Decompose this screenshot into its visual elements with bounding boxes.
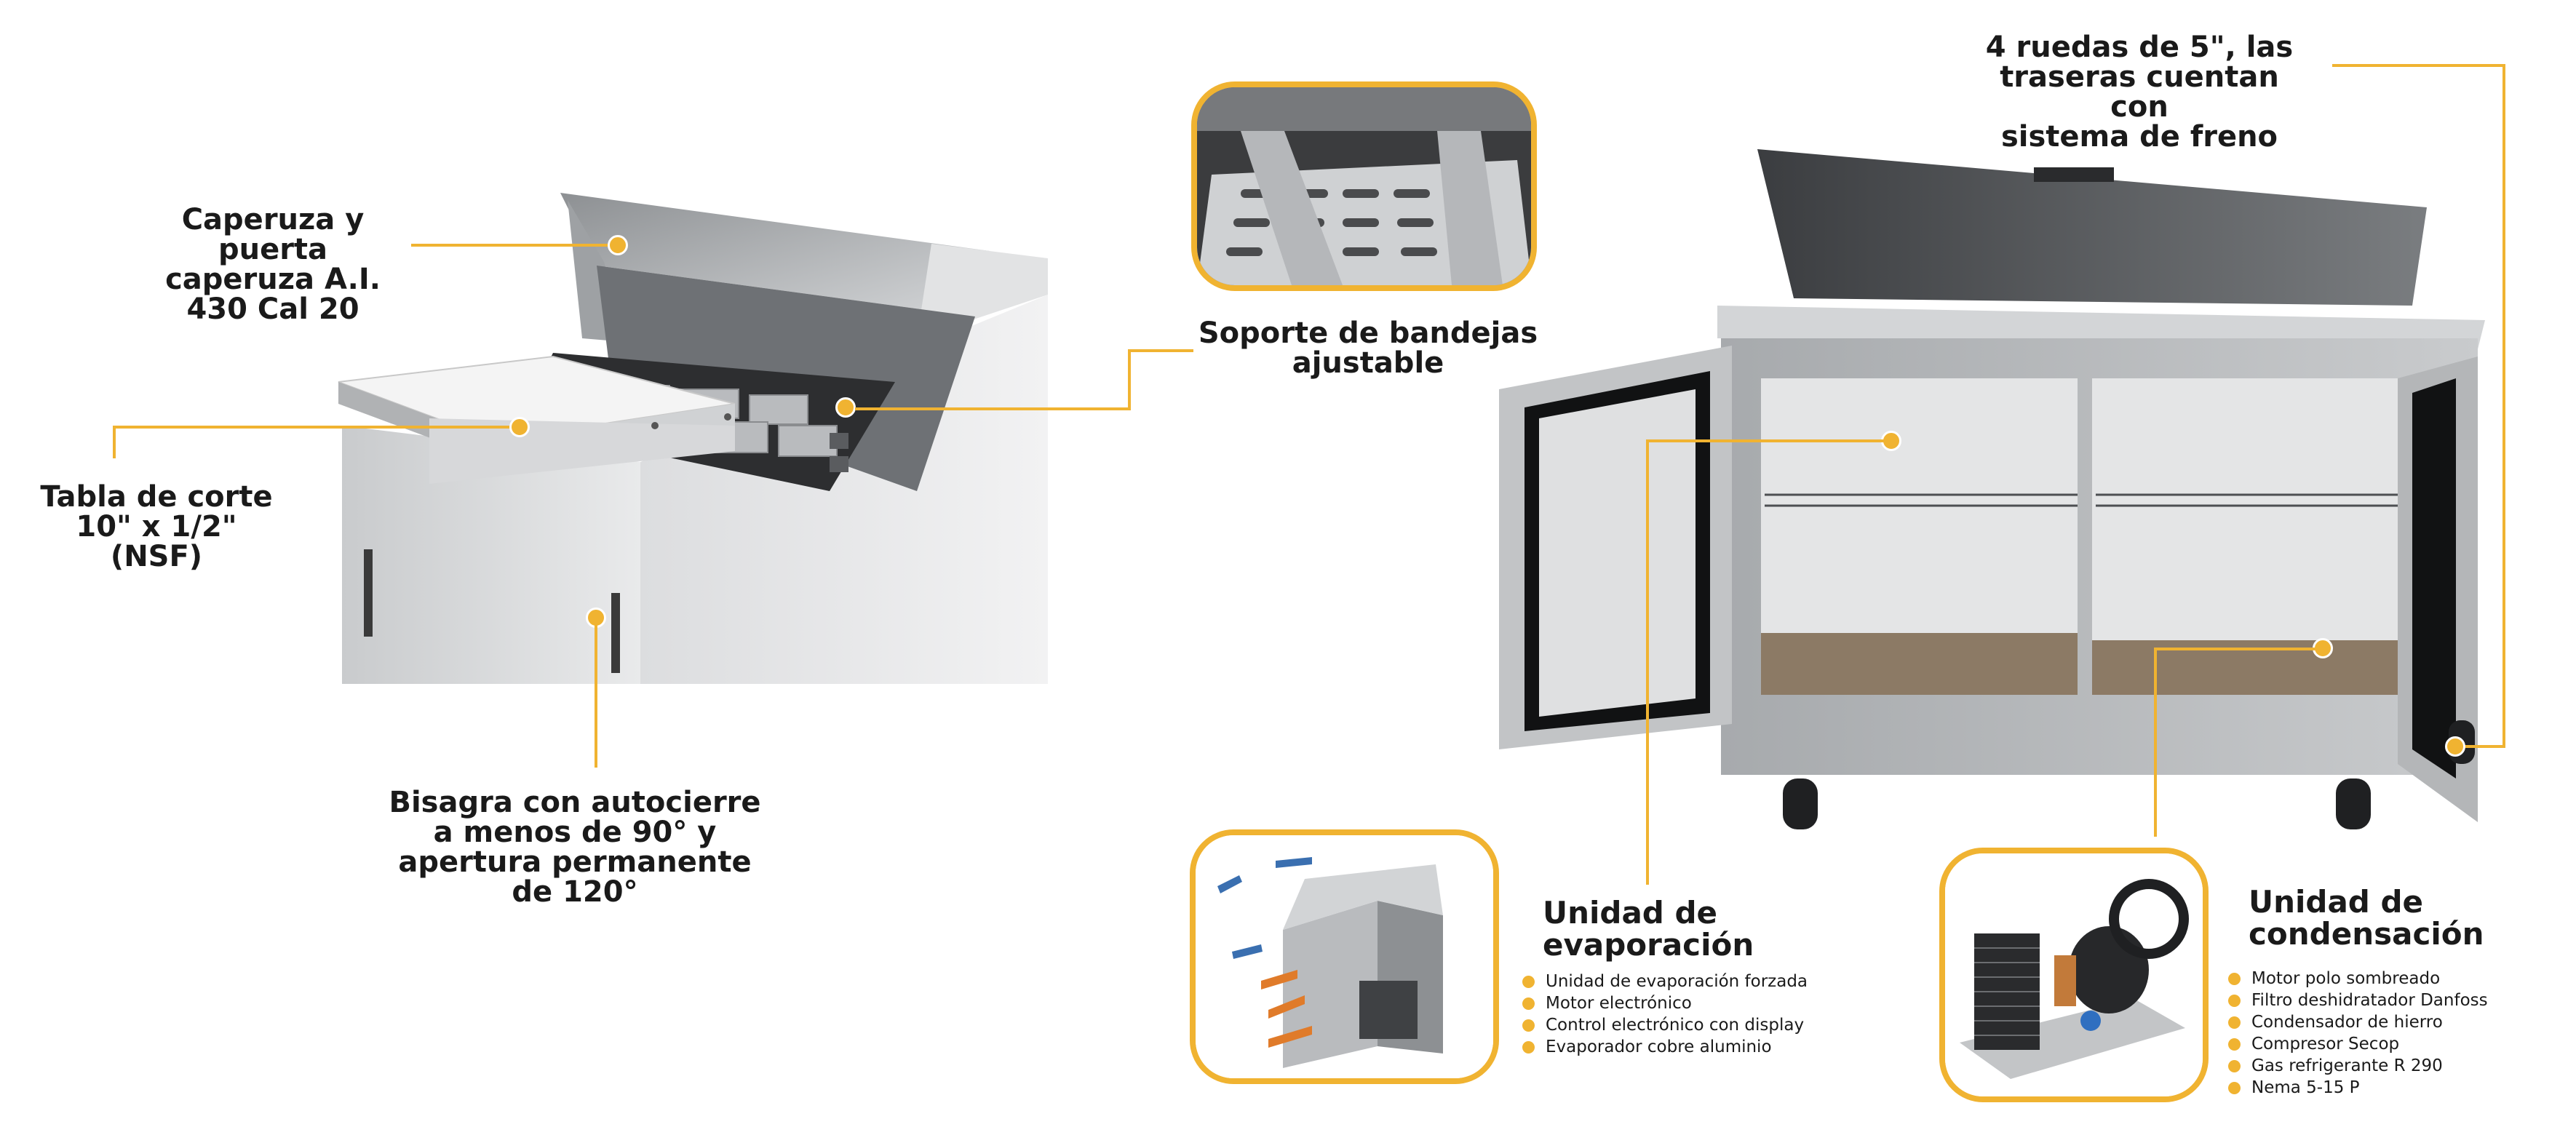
bisagra-line-1: Bisagra con autocierre	[389, 786, 761, 819]
evaporation-leader-h	[1646, 439, 1886, 442]
evaporation-unit-bubble	[1190, 829, 1499, 1084]
bisagra-leader	[595, 618, 597, 768]
evaporation-title-line-2: evaporación	[1543, 927, 1754, 963]
evaporation-title-line-1: Unidad de	[1543, 895, 1718, 931]
condensation-title-line-2: condensación	[2249, 916, 2484, 952]
tray-support-line-2: ajustable	[1292, 346, 1444, 380]
wheels-line-2: traseras cuentan con	[2000, 60, 2279, 124]
tabla-label: Tabla de corte 10" x 1/2" (NSF)	[25, 482, 287, 572]
caperuza-label: Caperuza y puerta caperuza A.I. 430 Cal …	[153, 205, 393, 324]
condensation-specs: Motor polo sombreado Filtro deshidratado…	[2228, 968, 2488, 1099]
caperuza-line-2: puerta	[218, 233, 328, 266]
tabla-leader-h	[113, 426, 520, 429]
pans-leader-h	[855, 407, 1130, 410]
evaporation-spec-item: Motor electrónico	[1522, 992, 1808, 1014]
caperuza-line-1: Caperuza y	[181, 203, 365, 236]
bisagra-line-4: de 120°	[512, 875, 638, 909]
caperuza-leader	[411, 244, 619, 247]
condensation-leader-h	[2154, 648, 2321, 650]
tray-support-bubble	[1191, 81, 1537, 291]
refrigerator-photo	[1474, 138, 2500, 859]
condensation-spec-item: Nema 5-15 P	[2228, 1077, 2488, 1099]
condensation-leader-v	[2154, 648, 2157, 837]
bisagra-label: Bisagra con autocierre a menos de 90° y …	[386, 788, 764, 907]
tabla-leader-v	[113, 426, 116, 458]
prep-table-photo	[320, 186, 1062, 684]
condensation-spec-item: Condensador de hierro	[2228, 1011, 2488, 1033]
wheels-label: 4 ruedas de 5", las traseras cuentan con…	[1972, 33, 2307, 152]
tabla-line-1: Tabla de corte	[40, 480, 273, 514]
caperuza-line-4: 430 Cal 20	[186, 292, 359, 326]
tray-support-line-1: Soporte de bandejas	[1198, 316, 1538, 350]
caperuza-line-3: caperuza A.I.	[165, 263, 381, 296]
condensation-unit-bubble	[1939, 848, 2209, 1102]
condensation-title: Unidad de condensación	[2249, 886, 2484, 950]
bisagra-line-2: a menos de 90° y	[433, 816, 717, 849]
tabla-dot	[509, 417, 530, 437]
pans-leader-top	[1128, 349, 1193, 352]
tray-support-label: Soporte de bandejas ajustable	[1193, 319, 1543, 378]
tabla-line-2: 10" x 1/2" (NSF)	[76, 510, 237, 573]
evaporation-spec-item: Evaporador cobre aluminio	[1522, 1036, 1808, 1058]
condensation-title-line-1: Unidad de	[2249, 884, 2424, 920]
pans-leader-v	[1128, 349, 1131, 410]
bisagra-line-3: apertura permanente	[398, 845, 752, 879]
wheels-line-3: sistema de freno	[2000, 120, 2278, 154]
evaporation-spec-item: Control electrónico con display	[1522, 1014, 1808, 1036]
evaporation-title: Unidad de evaporación	[1543, 897, 1754, 961]
condensation-spec-item: Compresor Secop	[2228, 1033, 2488, 1055]
wheels-leader-h	[2332, 64, 2505, 67]
wheels-leader-v	[2503, 64, 2505, 748]
wheels-line-1: 4 ruedas de 5", las	[1985, 31, 2294, 64]
evaporation-dot	[1881, 431, 1901, 451]
wheels-leader-bottom	[2463, 745, 2505, 748]
pans-dot	[835, 397, 856, 418]
evaporation-spec-item: Unidad de evaporación forzada	[1522, 971, 1808, 992]
evaporation-specs: Unidad de evaporación forzada Motor elec…	[1522, 971, 1808, 1058]
condensation-spec-item: Motor polo sombreado	[2228, 968, 2488, 989]
wheels-dot	[2445, 736, 2465, 757]
condensation-spec-item: Filtro deshidratador Danfoss	[2228, 989, 2488, 1011]
evaporation-leader-v	[1646, 439, 1649, 885]
condensation-spec-item: Gas refrigerante R 290	[2228, 1055, 2488, 1077]
caperuza-dot	[608, 235, 628, 255]
